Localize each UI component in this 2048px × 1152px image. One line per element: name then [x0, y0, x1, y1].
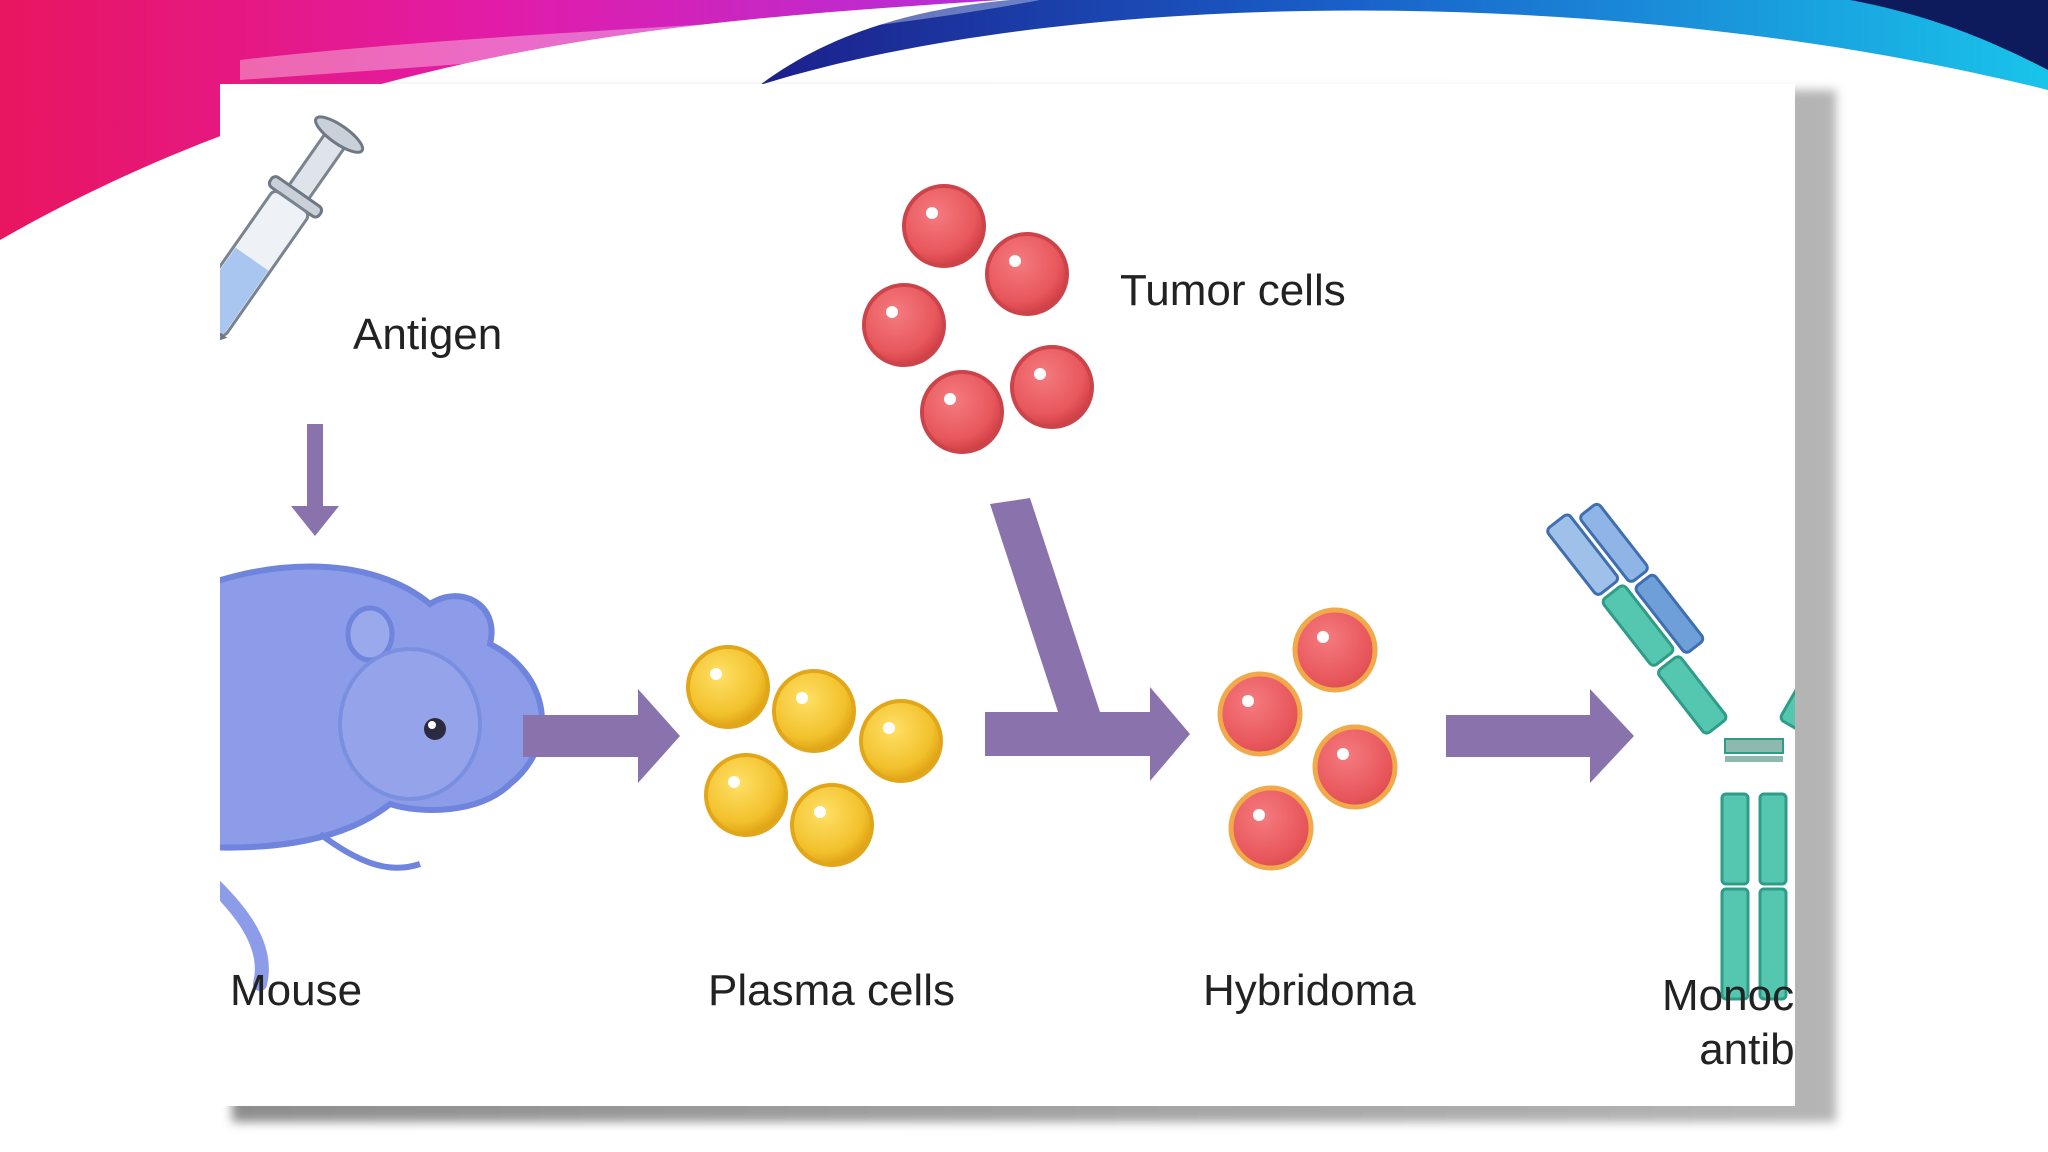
slide-header-swoosh [0, 0, 2048, 240]
arrow-hybridoma-to-antibody [1446, 689, 1634, 783]
monoclonal-antibody-label: Monoclo antibo [1662, 969, 1795, 1077]
hybridoma-label: Hybridoma [1203, 966, 1416, 1015]
tumor-cells [862, 184, 1094, 454]
monoclonal-label-line1: Monoclo [1662, 971, 1795, 1020]
antibody-icon [1546, 502, 1795, 1001]
mouse-label: Mouse [230, 966, 363, 1015]
plasma-cells [686, 645, 943, 867]
plasma-cells-label: Plasma cells [708, 966, 955, 1015]
monoclonal-label-line2: antibo [1699, 1025, 1795, 1074]
arrow-fusion [985, 498, 1190, 781]
tumor-cells-label: Tumor cells [1120, 266, 1346, 315]
diagram-graphics [220, 115, 1795, 1001]
hybridoma-cells [1217, 607, 1398, 871]
mouse-icon [220, 563, 545, 991]
syringe-icon [220, 115, 365, 348]
arrow-down [291, 424, 339, 536]
antigen-label: Antigen [353, 310, 503, 359]
arrow-mouse-to-plasma [523, 689, 680, 783]
hybridoma-diagram: Antigen Tumor cells Mouse Plasma cells H… [220, 84, 1795, 1106]
